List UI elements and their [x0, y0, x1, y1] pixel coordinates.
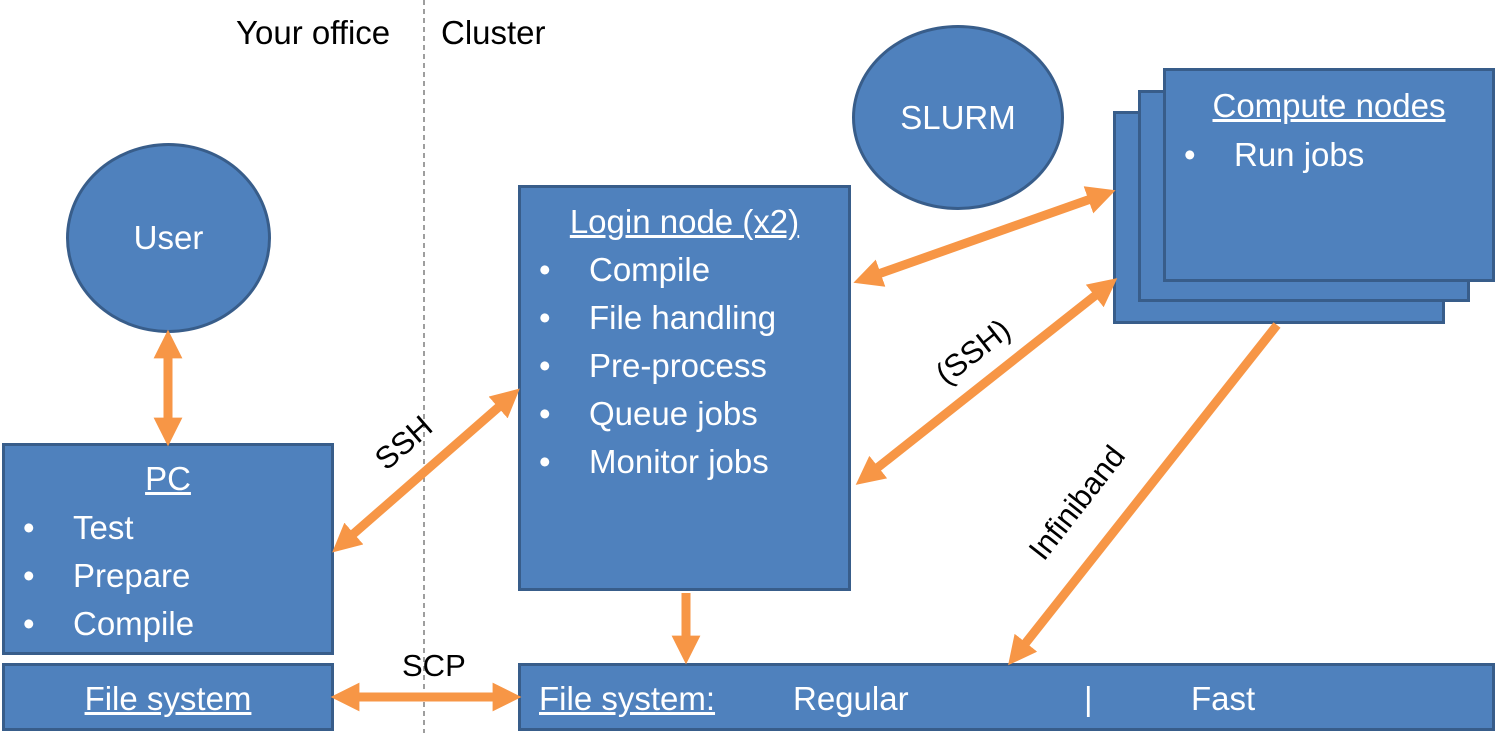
user-node: User: [66, 143, 271, 333]
pc-box: PC Test Prepare Compile: [2, 443, 334, 655]
your-office-label: Your office: [236, 14, 391, 51]
login-task: Monitor jobs: [521, 438, 776, 486]
compute-task: Run jobs: [1166, 131, 1364, 179]
compute-nodes-box: Compute nodes Run jobs: [1163, 68, 1495, 282]
login-task: Compile: [521, 246, 776, 294]
login-task: Queue jobs: [521, 390, 776, 438]
pc-task: Prepare: [5, 552, 194, 600]
user-label: User: [133, 219, 204, 256]
login-node-box: Login node (x2) Compile File handling Pr…: [518, 185, 851, 591]
scp-label: SCP: [402, 648, 466, 683]
login-slurm-compute-arrow: [853, 186, 1116, 287]
compute-infiniband-arrow: [1008, 322, 1281, 666]
cluster-file-system-box: File system: Regular | Fast: [518, 663, 1495, 731]
compute-task-list: Run jobs: [1166, 131, 1364, 179]
pc-login-ssh-arrow: [332, 388, 520, 553]
slurm-node: SLURM: [852, 25, 1064, 210]
local-file-system-box: File system: [2, 663, 334, 731]
login-task-list: Compile File handling Pre-process Queue …: [521, 246, 776, 486]
pc-task: Compile: [5, 600, 194, 648]
pc-title: PC: [145, 460, 191, 497]
storage-separator: |: [1084, 680, 1093, 717]
slurm-label: SLURM: [900, 98, 1016, 136]
local-file-system-title: File system: [84, 680, 252, 717]
login-node-title: Login node (x2): [569, 203, 800, 240]
cluster-label: Cluster: [441, 14, 546, 51]
cluster-file-system-title: File system:: [539, 680, 716, 717]
pc-task: Test: [5, 504, 194, 552]
compute-nodes-title: Compute nodes: [1212, 87, 1446, 124]
pc-task-list: Test Prepare Compile: [5, 504, 194, 648]
regular-storage-label: Regular: [793, 680, 909, 717]
login-task: File handling: [521, 294, 776, 342]
fast-storage-label: Fast: [1191, 680, 1256, 717]
login-task: Pre-process: [521, 342, 776, 390]
login-compute-ssh-arrow: [855, 278, 1118, 485]
